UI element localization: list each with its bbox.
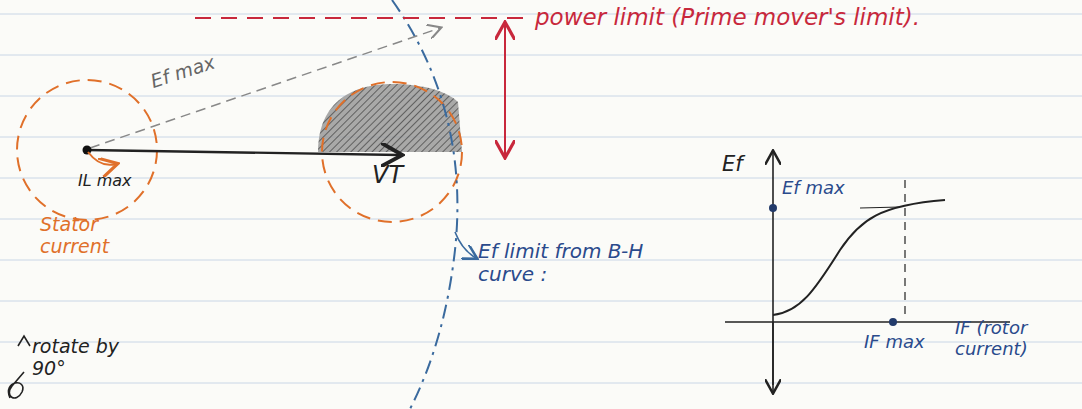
axis-label: Ef max xyxy=(782,178,845,199)
power-arrow xyxy=(504,24,506,156)
axis-dot xyxy=(889,318,897,326)
leader-arrow xyxy=(455,232,476,258)
axis xyxy=(772,322,774,392)
axis-label: IF (rotor current) xyxy=(955,318,1075,359)
note-text: Ef limit from B-H curve : xyxy=(478,240,688,286)
guide-line xyxy=(904,180,905,318)
vt-phasor xyxy=(87,150,400,155)
operating-region xyxy=(318,84,462,152)
ruled-lines xyxy=(0,14,1082,383)
stator-circle xyxy=(322,82,462,222)
magnetization-curve xyxy=(773,200,945,315)
note-text: rotate by 90° xyxy=(32,336,132,380)
rotate-symbol xyxy=(18,336,30,346)
rotate-symbol xyxy=(8,372,24,398)
power-limit-line xyxy=(195,17,525,19)
field-limit-arc xyxy=(392,0,457,409)
axis-label: IF max xyxy=(864,332,925,353)
limit-note: power limit (Prime mover's limit). xyxy=(535,4,920,30)
axis-label: Ef xyxy=(722,152,743,176)
guide-line xyxy=(860,207,900,208)
axis-dot xyxy=(769,204,777,212)
ef-phasor xyxy=(90,28,440,148)
note-text: Stator current xyxy=(40,214,150,258)
phasor-label: IL max xyxy=(78,172,132,190)
phasor-label: VT xyxy=(372,162,403,190)
phasor-label: Ef max xyxy=(148,52,218,93)
current-arrow xyxy=(88,152,116,165)
